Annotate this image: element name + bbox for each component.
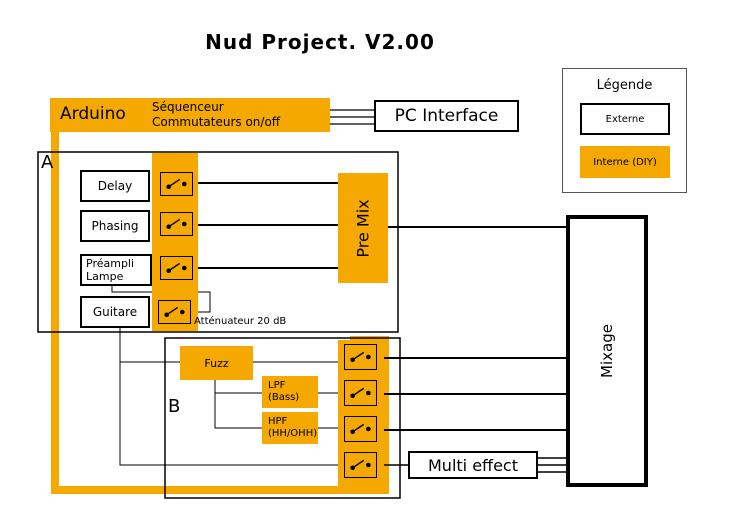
hpf-box: HPF (HH/OHH) bbox=[262, 412, 318, 444]
multi-effect-label: Multi effect bbox=[428, 455, 518, 475]
fuzz-box: Fuzz bbox=[180, 346, 253, 380]
mixage-label: Mixage bbox=[598, 324, 616, 378]
legend-external-swatch: Externe bbox=[580, 103, 670, 135]
lpf-label: LPF bbox=[268, 380, 286, 391]
section-b-letter: B bbox=[168, 396, 181, 417]
delay-box: Delay bbox=[80, 170, 150, 202]
arduino-block bbox=[50, 98, 330, 132]
attenuator-label: Atténuateur 20 dB bbox=[194, 316, 287, 327]
lpf-box: LPF (Bass) bbox=[262, 376, 318, 408]
switch-icon bbox=[160, 172, 193, 196]
legend-internal-swatch: Interne (DIY) bbox=[580, 146, 670, 178]
switch-icon bbox=[344, 380, 377, 406]
arduino-label: Arduino bbox=[60, 104, 126, 124]
fuzz-label: Fuzz bbox=[204, 356, 229, 370]
delay-label: Delay bbox=[97, 179, 133, 193]
switch-icon bbox=[344, 416, 377, 442]
pre-mix-box: Pre Mix bbox=[338, 173, 388, 283]
hpf-label: HPF bbox=[268, 416, 288, 427]
switch-icon bbox=[344, 344, 377, 370]
preampli-lampe-box: Préampli Lampe bbox=[80, 254, 152, 286]
switch-icon bbox=[158, 300, 191, 324]
page-title: Nud Project. V2.00 bbox=[205, 30, 435, 54]
lpf-bass-label: (Bass) bbox=[268, 392, 300, 403]
multi-effect-box: Multi effect bbox=[408, 451, 538, 479]
section-a-letter: A bbox=[41, 152, 54, 173]
guitare-box: Guitare bbox=[80, 296, 150, 328]
mixage-box: Mixage bbox=[566, 215, 648, 487]
legend-external-label: Externe bbox=[605, 113, 645, 125]
arduino-switches-label: Commutateurs on/off bbox=[152, 115, 281, 129]
lampe-label: Lampe bbox=[86, 270, 124, 283]
switch-icon bbox=[160, 212, 193, 236]
pre-mix-label: Pre Mix bbox=[353, 198, 373, 258]
switch-icon bbox=[344, 452, 377, 478]
arduino-sequencer-label: Séquenceur bbox=[152, 100, 224, 114]
pc-interface-label: PC Interface bbox=[394, 106, 499, 126]
preampli-label: Préampli bbox=[86, 257, 135, 270]
guitare-label: Guitare bbox=[92, 305, 138, 319]
switch-icon bbox=[160, 256, 193, 280]
pc-interface-box: PC Interface bbox=[374, 100, 519, 132]
phasing-label: Phasing bbox=[91, 219, 139, 233]
hpf-hh-label: (HH/OHH) bbox=[268, 428, 318, 439]
legend-title: Légende bbox=[596, 78, 653, 93]
legend-internal-label: Interne (DIY) bbox=[593, 156, 657, 168]
phasing-box: Phasing bbox=[80, 210, 150, 242]
